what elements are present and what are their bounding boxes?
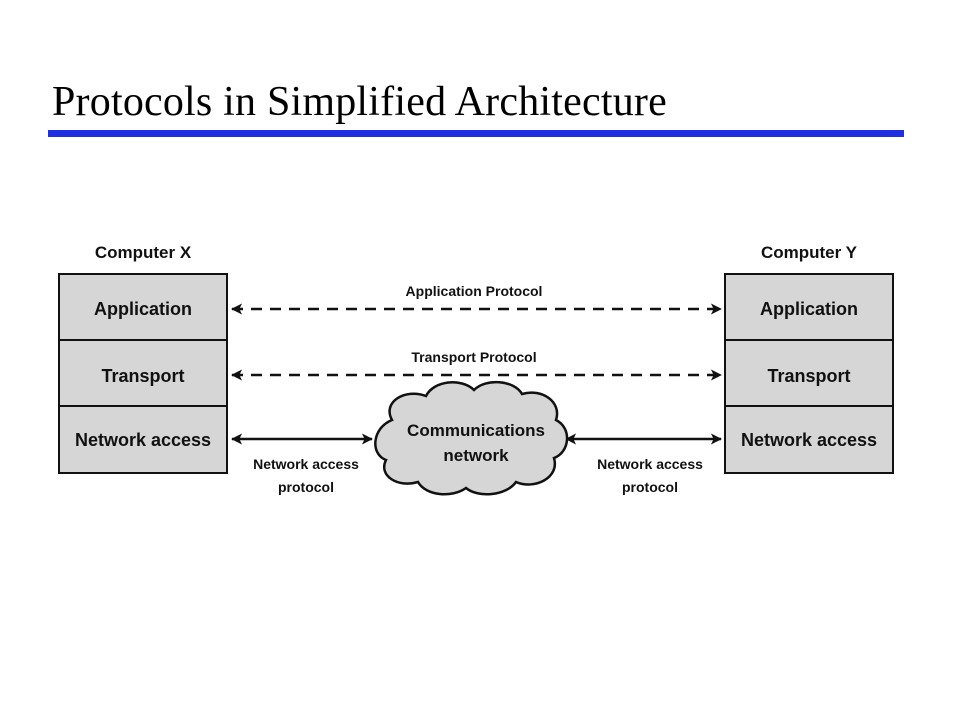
computer-y-application-layer: [724, 273, 894, 341]
computer-x-stack: Application Transport Network access: [58, 273, 228, 474]
computer-x-network-label: Network access: [75, 430, 211, 450]
computer-x-transport-label: Transport: [101, 366, 184, 386]
computer-y-stack: Application Transport Network access: [724, 273, 894, 474]
computer-x-network-layer: [58, 405, 228, 474]
network-protocol-right-line2: protocol: [622, 479, 678, 495]
network-protocol-left-line2: protocol: [278, 479, 334, 495]
cloud-label-line1: Communications: [407, 421, 545, 440]
computer-y-transport-label: Transport: [767, 366, 850, 386]
computer-y-label: Computer Y: [761, 243, 858, 262]
computer-x-label: Computer X: [95, 243, 192, 262]
computer-y-application-label: Application: [760, 299, 858, 319]
network-protocol-left-line1: Network access: [253, 456, 359, 472]
application-protocol-label: Application Protocol: [406, 283, 543, 299]
computer-x-transport-layer: [58, 339, 228, 407]
network-protocol-right-line1: Network access: [597, 456, 703, 472]
transport-protocol-label: Transport Protocol: [411, 349, 536, 365]
cloud-label-line2: network: [443, 446, 509, 465]
cloud-icon: [374, 381, 569, 496]
computer-x-application-label: Application: [94, 299, 192, 319]
computer-y-network-layer: [724, 405, 894, 474]
computer-y-network-label: Network access: [741, 430, 877, 450]
title-underline: [48, 130, 904, 137]
slide-title: Protocols in Simplified Architecture: [52, 79, 667, 125]
computer-x-application-layer: [58, 273, 228, 341]
